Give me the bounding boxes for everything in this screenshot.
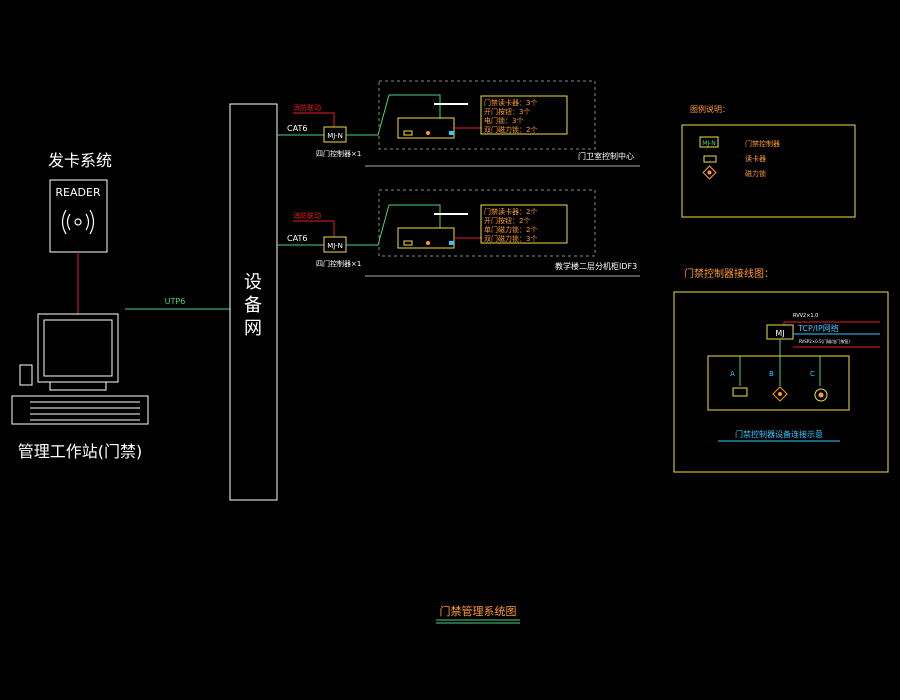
svg-text:门禁控制器: 门禁控制器: [745, 139, 780, 148]
diagram-title: 门禁管理系统图: [440, 604, 517, 618]
svg-text:网: 网: [244, 318, 262, 339]
equipment-network-box: [229, 103, 278, 501]
controller-zone: [378, 189, 596, 257]
controller-zone: [378, 80, 596, 150]
device-count-box: [480, 95, 568, 135]
location-label: 门卫室控制中心: [578, 151, 634, 161]
wiring-caption: 门禁控制器设备连接示意: [735, 429, 823, 439]
wiring-device-box: [707, 355, 850, 411]
svg-text:A: A: [730, 370, 735, 378]
reader-label: READER: [55, 186, 101, 199]
equipment-network-label: 设 备 网: [244, 272, 262, 339]
controller-note: 四门控制器×1: [316, 259, 361, 268]
wiring-signal-note: RVSP2×0.5(门磁/出门按钮): [799, 338, 850, 344]
svg-text:门禁读卡器：3个: 门禁读卡器：3个: [484, 98, 537, 107]
wiring-power-note: RVV2×1.0: [793, 313, 818, 319]
controller-panel-2: CAT6 消防联动 MJ-N 四门控制器×1 门禁读卡器：2个 开门按钮：2个 …: [277, 189, 640, 277]
wiring-device-c: C: [810, 356, 828, 402]
wiring-network-label: TCP/IP网络: [797, 323, 839, 333]
svg-text:B: B: [769, 370, 774, 378]
legend-item-lock: 磁力锁: [702, 165, 766, 180]
legend-item-controller: MJ-N 门禁控制器: [699, 136, 780, 148]
workstation-label: 管理工作站(门禁): [18, 442, 143, 461]
controller-note: 四门控制器×1: [316, 149, 361, 158]
wiring-device-b: B: [769, 356, 788, 402]
wireless-icon: [61, 209, 95, 235]
device-count-box: [480, 204, 568, 244]
svg-text:C: C: [810, 370, 815, 378]
svg-text:磁力锁: 磁力锁: [745, 169, 766, 178]
wiring-box: [673, 291, 889, 473]
svg-text:电门锁：3个: 电门锁：3个: [484, 116, 523, 125]
controller-panel-1: CAT6 消防联动 MJ-N 四门控制器×1 门禁读卡器：3个 开门按钮：3个 …: [277, 80, 640, 167]
utp-label: UTP6: [165, 297, 186, 306]
controller-label: MJ-N: [327, 132, 343, 140]
computer-icon: [11, 313, 149, 425]
svg-text:备: 备: [244, 295, 262, 316]
wiring-controller-label: MJ: [775, 329, 784, 338]
svg-text:开门按钮：2个: 开门按钮：2个: [484, 216, 530, 225]
svg-text:双门磁力锁：2个: 双门磁力锁：2个: [484, 125, 537, 134]
legend-item-reader: 读卡器: [703, 154, 766, 163]
fire-signal-label: 消防联动: [293, 211, 321, 220]
svg-text:开门按钮：3个: 开门按钮：3个: [484, 107, 530, 116]
fire-signal-label: 消防联动: [293, 103, 321, 112]
svg-text:双门磁力锁：3个: 双门磁力锁：3个: [484, 234, 537, 243]
cable-label: CAT6: [287, 234, 307, 243]
location-label: 教学楼二层分机柜IDF3: [555, 261, 637, 271]
svg-text:MJ-N: MJ-N: [702, 140, 715, 147]
reader-device: READER: [49, 179, 108, 253]
wiring-device-a: A: [730, 356, 748, 397]
svg-text:门禁读卡器：2个: 门禁读卡器：2个: [484, 207, 537, 216]
cable-label: CAT6: [287, 124, 307, 133]
legend-title: 图例说明：: [690, 104, 730, 114]
svg-text:单门磁力锁：2个: 单门磁力锁：2个: [484, 225, 537, 234]
card-issue-title: 发卡系统: [48, 151, 112, 170]
controller-label: MJ-N: [327, 242, 343, 250]
svg-text:读卡器: 读卡器: [745, 154, 766, 163]
svg-text:设: 设: [244, 272, 262, 293]
wiring-title: 门禁控制器接线图：: [684, 267, 774, 280]
legend-box: [681, 124, 856, 218]
